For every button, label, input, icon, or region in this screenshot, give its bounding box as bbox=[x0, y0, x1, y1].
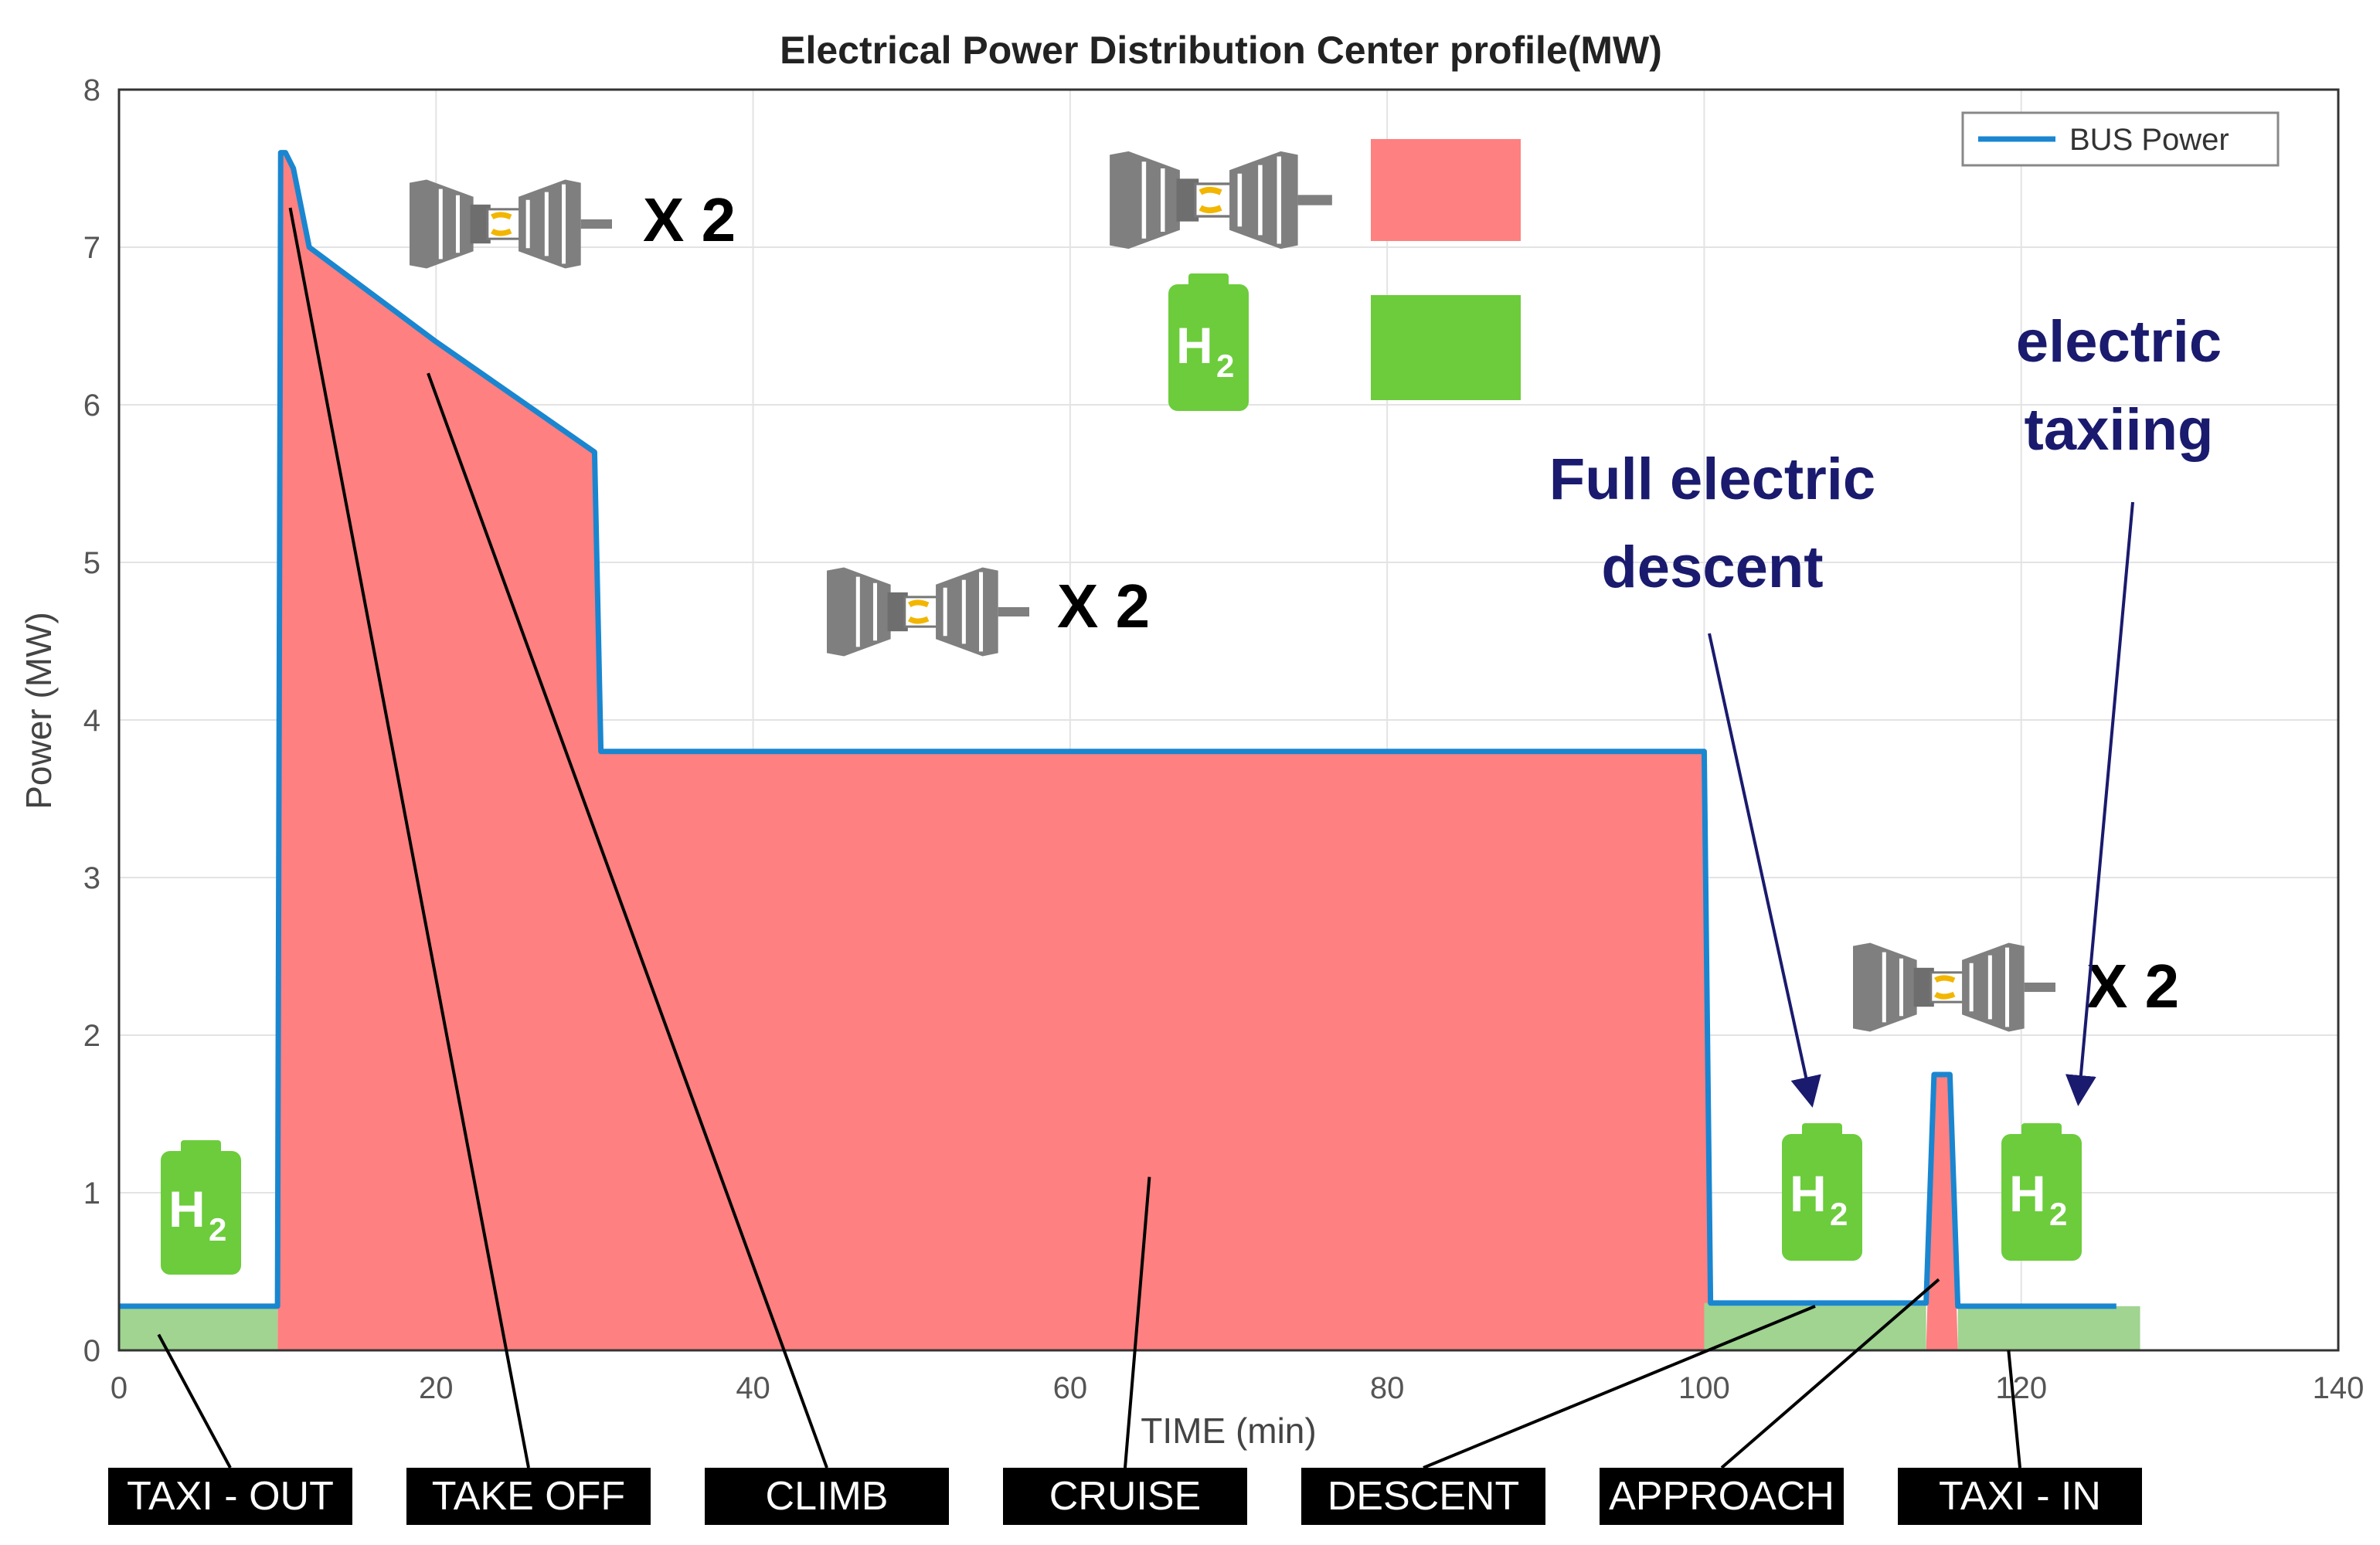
turbine-key-swatch bbox=[1371, 139, 1521, 241]
phase-label-cruise: CRUISE bbox=[1003, 1468, 1247, 1525]
x-tick-label: 20 bbox=[419, 1371, 454, 1405]
y-tick-label: 4 bbox=[83, 704, 100, 738]
x-tick-label: 140 bbox=[2313, 1371, 2365, 1405]
y-axis-label: Power (MW) bbox=[19, 612, 59, 810]
phase-pointer-line bbox=[427, 372, 828, 1469]
phase-pointer-line bbox=[157, 1333, 232, 1469]
phase-label-climb: CLIMB bbox=[705, 1468, 949, 1525]
taxi-arrow bbox=[2065, 501, 2134, 1106]
h2-key-label: H bbox=[1176, 317, 1213, 374]
x-tick-label: 80 bbox=[1370, 1371, 1405, 1405]
descent-note-line-1: Full electric bbox=[1549, 447, 1875, 512]
turbine-multiplier-label: X 2 bbox=[643, 185, 736, 254]
turbine-multiplier-label: X 2 bbox=[1057, 572, 1150, 640]
turbine-multiplier-label: X 2 bbox=[2086, 952, 2179, 1020]
legend-label-bus-power: BUS Power bbox=[2069, 123, 2229, 157]
h2-label: H bbox=[1790, 1165, 1827, 1222]
descent-arrow bbox=[1708, 633, 1821, 1108]
taxi-note-line-2: taxiing bbox=[2025, 397, 2214, 463]
y-tick-label: 1 bbox=[83, 1177, 100, 1211]
phase-label-take-off: TAKE OFF bbox=[406, 1468, 651, 1525]
y-tick-label: 5 bbox=[83, 546, 100, 580]
axes-frame bbox=[117, 88, 2340, 1352]
taxi-note-line-1: electric bbox=[2016, 309, 2222, 375]
energy-source-key: H 2 bbox=[1110, 139, 1521, 411]
phase-pointer-line bbox=[288, 207, 530, 1469]
hydrogen-fill-area bbox=[1957, 1306, 2140, 1350]
y-tick-label: 8 bbox=[83, 73, 100, 107]
x-tick-label: 60 bbox=[1053, 1371, 1088, 1405]
y-tick-label: 7 bbox=[83, 231, 100, 265]
y-tick-label: 6 bbox=[83, 389, 100, 423]
y-tick-label: 0 bbox=[83, 1334, 100, 1368]
series-line-bus-power bbox=[119, 150, 2116, 1309]
hydrogen-fill-area bbox=[119, 1306, 278, 1350]
chart-title: Electrical Power Distribution Center pro… bbox=[780, 29, 1662, 72]
h2-marker-taxi-in: H 2 bbox=[2001, 1123, 2082, 1261]
h2-key-subscript: 2 bbox=[1216, 348, 1234, 384]
turbine-marker-takeoff: X 2 bbox=[410, 180, 736, 269]
h2-key-icon: H 2 bbox=[1168, 273, 1249, 411]
phase-label-approach: APPROACH bbox=[1600, 1468, 1844, 1525]
hydrogen-fill-area bbox=[1704, 1302, 1926, 1350]
phase-pointer-line bbox=[1124, 1177, 1151, 1469]
phase-label-descent: DESCENT bbox=[1301, 1468, 1545, 1525]
axis-ticks: 0 20 40 60 80 100 120 140 0 1 2 3 4 5 6 7 8 bbox=[83, 73, 2365, 1405]
h2-key-swatch bbox=[1371, 295, 1521, 400]
turbine-marker-cruise: X 2 bbox=[827, 568, 1150, 657]
x-tick-label: 100 bbox=[1678, 1371, 1730, 1405]
h2-subscript: 2 bbox=[2049, 1196, 2067, 1232]
y-tick-label: 3 bbox=[83, 861, 100, 895]
phase-pointer-lines bbox=[157, 207, 2021, 1469]
turbine-marker-approach: X 2 bbox=[1853, 943, 2179, 1032]
x-tick-label: 120 bbox=[1995, 1371, 2047, 1405]
phase-pointer-line bbox=[1423, 1305, 1816, 1469]
phase-pointer-line bbox=[2007, 1350, 2021, 1469]
phase-label-taxi-out: TAXI - OUT bbox=[108, 1468, 352, 1525]
h2-marker-taxi-out: H 2 bbox=[161, 1140, 241, 1275]
y-tick-label: 2 bbox=[83, 1019, 100, 1053]
taxi-annotation: electric taxiing bbox=[2016, 309, 2222, 1106]
h2-subscript: 2 bbox=[209, 1211, 226, 1248]
phase-label-taxi-in: TAXI - IN bbox=[1898, 1468, 2142, 1525]
x-tick-label: 40 bbox=[736, 1371, 770, 1405]
descent-annotation: Full electric descent bbox=[1549, 447, 1875, 1108]
descent-note-line-2: descent bbox=[1601, 535, 1823, 600]
h2-subscript: 2 bbox=[1830, 1196, 1848, 1232]
h2-marker-descent: H 2 bbox=[1782, 1123, 1862, 1261]
legend: BUS Power bbox=[1961, 111, 2280, 167]
x-axis-label: TIME (min) bbox=[1141, 1411, 1316, 1451]
h2-label: H bbox=[168, 1180, 206, 1238]
bus-power-line bbox=[119, 150, 2116, 1309]
phase-pointer-line bbox=[1720, 1278, 1940, 1469]
x-tick-label: 0 bbox=[110, 1371, 128, 1405]
h2-label: H bbox=[2009, 1165, 2046, 1222]
